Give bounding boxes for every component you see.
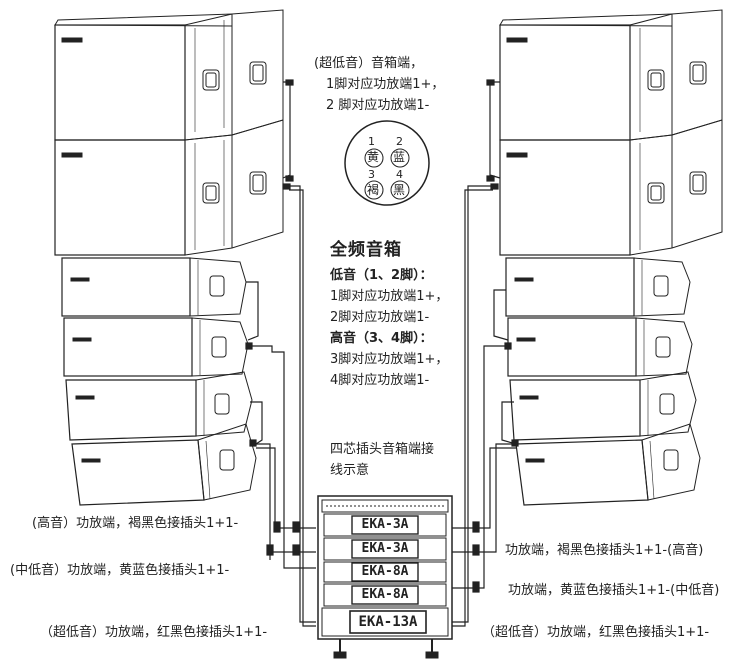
pin-3-color: 褐 [367, 183, 380, 197]
full-range-title: 全频音箱 [330, 240, 402, 260]
left-high-amp-label: (高音）功放端，褐黑色接插头1+1- [32, 516, 239, 531]
pin-2-number: 2 [396, 135, 403, 148]
pin-1-number: 1 [368, 135, 375, 148]
pin-1-color: 黄 [367, 150, 380, 164]
pin-4-color: 黑 [393, 183, 406, 197]
high-pins-title: 高音（3、4脚）： [330, 331, 433, 346]
amp-unit-5-label: EKA-13A [358, 614, 418, 630]
diagram-caption-line-2: 线示意 [330, 463, 370, 478]
amplifier-rack [317, 495, 453, 659]
right-array-cabinet-1 [505, 257, 691, 317]
left-array-cabinet-3 [65, 371, 253, 441]
left-sub-cabinet-bottom [54, 119, 284, 256]
left-array-cabinet-1 [61, 257, 247, 317]
pin-4-number: 4 [396, 168, 403, 181]
left-array-cabinet-2 [63, 317, 249, 377]
sub-note-title: (超低音）音箱端， [314, 56, 424, 71]
left-array-cabinet-4 [71, 423, 257, 506]
left-sub-cabinet-top [54, 9, 284, 141]
left-speaker-stack [54, 9, 284, 506]
right-sub-amp-label: （超低音）功放端，红黑色接插头1+1- [482, 625, 710, 640]
high-pins-line-1: 3脚对应功放端1+， [330, 352, 449, 367]
left-cables [245, 79, 316, 627]
diagram-caption-line-1: 四芯插头音箱端接 [330, 442, 435, 457]
left-midlow-amp-label: (中低音）功放端，黄蓝色接插头1+1- [10, 563, 230, 578]
amp-unit-3-label: EKA-8A [361, 564, 409, 579]
right-array-cabinet-4 [515, 423, 701, 506]
low-pins-title: 低音（1、2脚）： [330, 268, 433, 283]
high-pins-line-2: 4脚对应功放端1- [330, 373, 430, 388]
right-array-cabinet-2 [507, 317, 693, 377]
amp-unit-1-label: EKA-3A [361, 517, 409, 532]
sub-note-line-2: 2 脚对应功放端1- [326, 98, 430, 113]
amplifier-units [323, 513, 447, 634]
four-pin-connector [344, 120, 430, 206]
right-speaker-stack [499, 9, 723, 506]
pin-3-number: 3 [368, 168, 375, 181]
right-array-cabinet-3 [509, 371, 697, 441]
left-sub-amp-label: （超低音）功放端，红黑色接插头1+1- [40, 625, 268, 640]
right-sub-cabinet-top [499, 9, 723, 141]
low-pins-line-2: 2脚对应功放端1- [330, 310, 430, 325]
right-midlow-amp-label: 功放端，黄蓝色接插头1+1-(中低音) [508, 583, 720, 598]
amp-unit-2-label: EKA-3A [361, 541, 409, 556]
sub-note-line-1: 1脚对应功放端1+， [326, 77, 445, 92]
amp-unit-4-label: EKA-8A [361, 587, 409, 602]
low-pins-line-1: 1脚对应功放端1+， [330, 289, 449, 304]
right-cables [452, 79, 519, 627]
right-sub-cabinet-bottom [499, 119, 723, 256]
pin-2-color: 蓝 [393, 150, 406, 164]
right-high-amp-label: 功放端，褐黑色接插头1+1-(高音) [505, 543, 704, 558]
